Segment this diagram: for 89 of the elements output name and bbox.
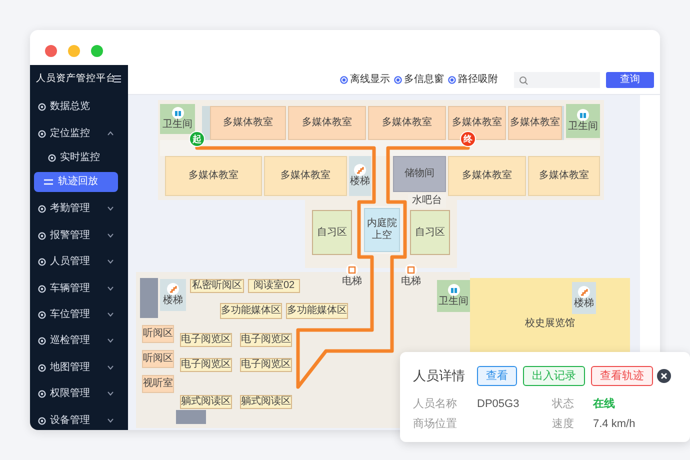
room (528, 156, 600, 196)
room-label: 多媒体教室 (452, 117, 502, 129)
room (142, 325, 174, 343)
menu-item: 权限管理 (50, 388, 90, 400)
room-label: 多媒体教室 (302, 117, 352, 129)
room-label: 听阅区 (143, 328, 173, 340)
room-label: 楼梯 (163, 295, 183, 307)
room-label: 楼梯 (574, 298, 594, 310)
room-label: 多媒体教室 (223, 117, 273, 129)
room-label: 电子阅览区 (241, 359, 291, 371)
room-label: 卫生间 (438, 296, 468, 308)
room-label: 多媒体教室 (539, 170, 589, 182)
route-line (195, 145, 470, 389)
room-label: 电子阅览区 (181, 334, 231, 346)
room (410, 210, 450, 255)
menu-item: 巡检管理 (50, 335, 90, 347)
room (368, 106, 446, 140)
room (437, 280, 470, 312)
room (165, 156, 262, 196)
room-label: 卫生间 (568, 121, 598, 133)
room-label: 多媒体教室 (510, 117, 560, 129)
field-value: 7.4 km/h (593, 418, 636, 430)
room-label: 多媒体教室 (462, 170, 512, 182)
room-label: 躺式阅读区 (241, 396, 291, 408)
menu-item: 车辆管理 (50, 283, 90, 295)
view-button: 查看 (477, 366, 517, 386)
status-value: 在线 (593, 398, 615, 410)
room (448, 156, 526, 196)
menu-item: 车位管理 (50, 309, 90, 321)
room (393, 156, 446, 192)
room-label: 多功能媒体区 (221, 305, 281, 317)
room-label: 多功能媒体区 (287, 305, 347, 317)
room-label: 楼梯 (350, 176, 370, 188)
menu-item: 人员管理 (50, 256, 90, 268)
room-label: 私密听阅区 (192, 280, 242, 292)
room (264, 156, 347, 196)
room-label: 电子阅览区 (181, 359, 231, 371)
menu-item: 实时监控 (60, 152, 100, 164)
room (210, 106, 286, 140)
room-label: 视听室 (143, 378, 173, 390)
room (566, 104, 600, 138)
field-name: 商场位置 (413, 418, 457, 430)
option-label: 多信息窗 (404, 74, 444, 86)
option-label: 路径吸附 (458, 74, 498, 86)
room (408, 194, 446, 208)
room-label: 听阅区 (143, 353, 173, 365)
room-label: 卫生间 (162, 119, 192, 131)
room (312, 210, 352, 255)
menu-item: 数据总览 (50, 101, 90, 113)
room (508, 106, 562, 140)
room-label: 校史展览馆 (525, 318, 575, 330)
menu-item: 设备管理 (50, 415, 90, 427)
field-value: DP05G3 (477, 398, 520, 410)
room (572, 282, 596, 314)
room-label: 储物间 (404, 168, 434, 180)
room (248, 279, 300, 293)
room-label: 电梯 (342, 276, 362, 288)
track-button: 查看轨迹 (591, 366, 653, 386)
room-label: 内庭院上空 (366, 218, 398, 242)
app-title: 人员资产管控平台 (36, 73, 116, 85)
menu-item: 考勤管理 (50, 203, 90, 215)
room-label: 自习区 (317, 226, 347, 238)
room-label: 多媒体教室 (188, 170, 238, 182)
option-label: 离线显示 (350, 74, 390, 86)
field-name: 速度 (552, 418, 574, 430)
room-label: 电梯 (401, 276, 421, 288)
room (288, 106, 366, 140)
menu-item-selected: 轨迹回放 (34, 172, 118, 192)
room (160, 279, 186, 311)
room-label: 水吧台 (412, 195, 442, 207)
room-label: 电子阅览区 (241, 334, 291, 346)
menu-item: 报警管理 (50, 230, 90, 242)
room-label: 阅读室02 (253, 280, 295, 292)
menu-item: 定位监控 (50, 128, 90, 140)
room-label: 多媒体教室 (382, 117, 432, 129)
room-label: 躺式阅读区 (181, 396, 231, 408)
room-label: 多媒体教室 (280, 170, 330, 182)
field-name: 状态 (552, 398, 574, 410)
room-label: 自习区 (415, 226, 445, 238)
menu-item: 地图管理 (50, 362, 90, 374)
room (142, 350, 174, 368)
query-button: 查询 (606, 72, 654, 88)
room (160, 104, 195, 134)
room (349, 156, 371, 196)
panel-title: 人员详情 (413, 369, 465, 383)
record-button: 出入记录 (523, 366, 585, 386)
field-name: 人员名称 (413, 398, 457, 410)
room (364, 208, 400, 252)
room (142, 375, 174, 393)
